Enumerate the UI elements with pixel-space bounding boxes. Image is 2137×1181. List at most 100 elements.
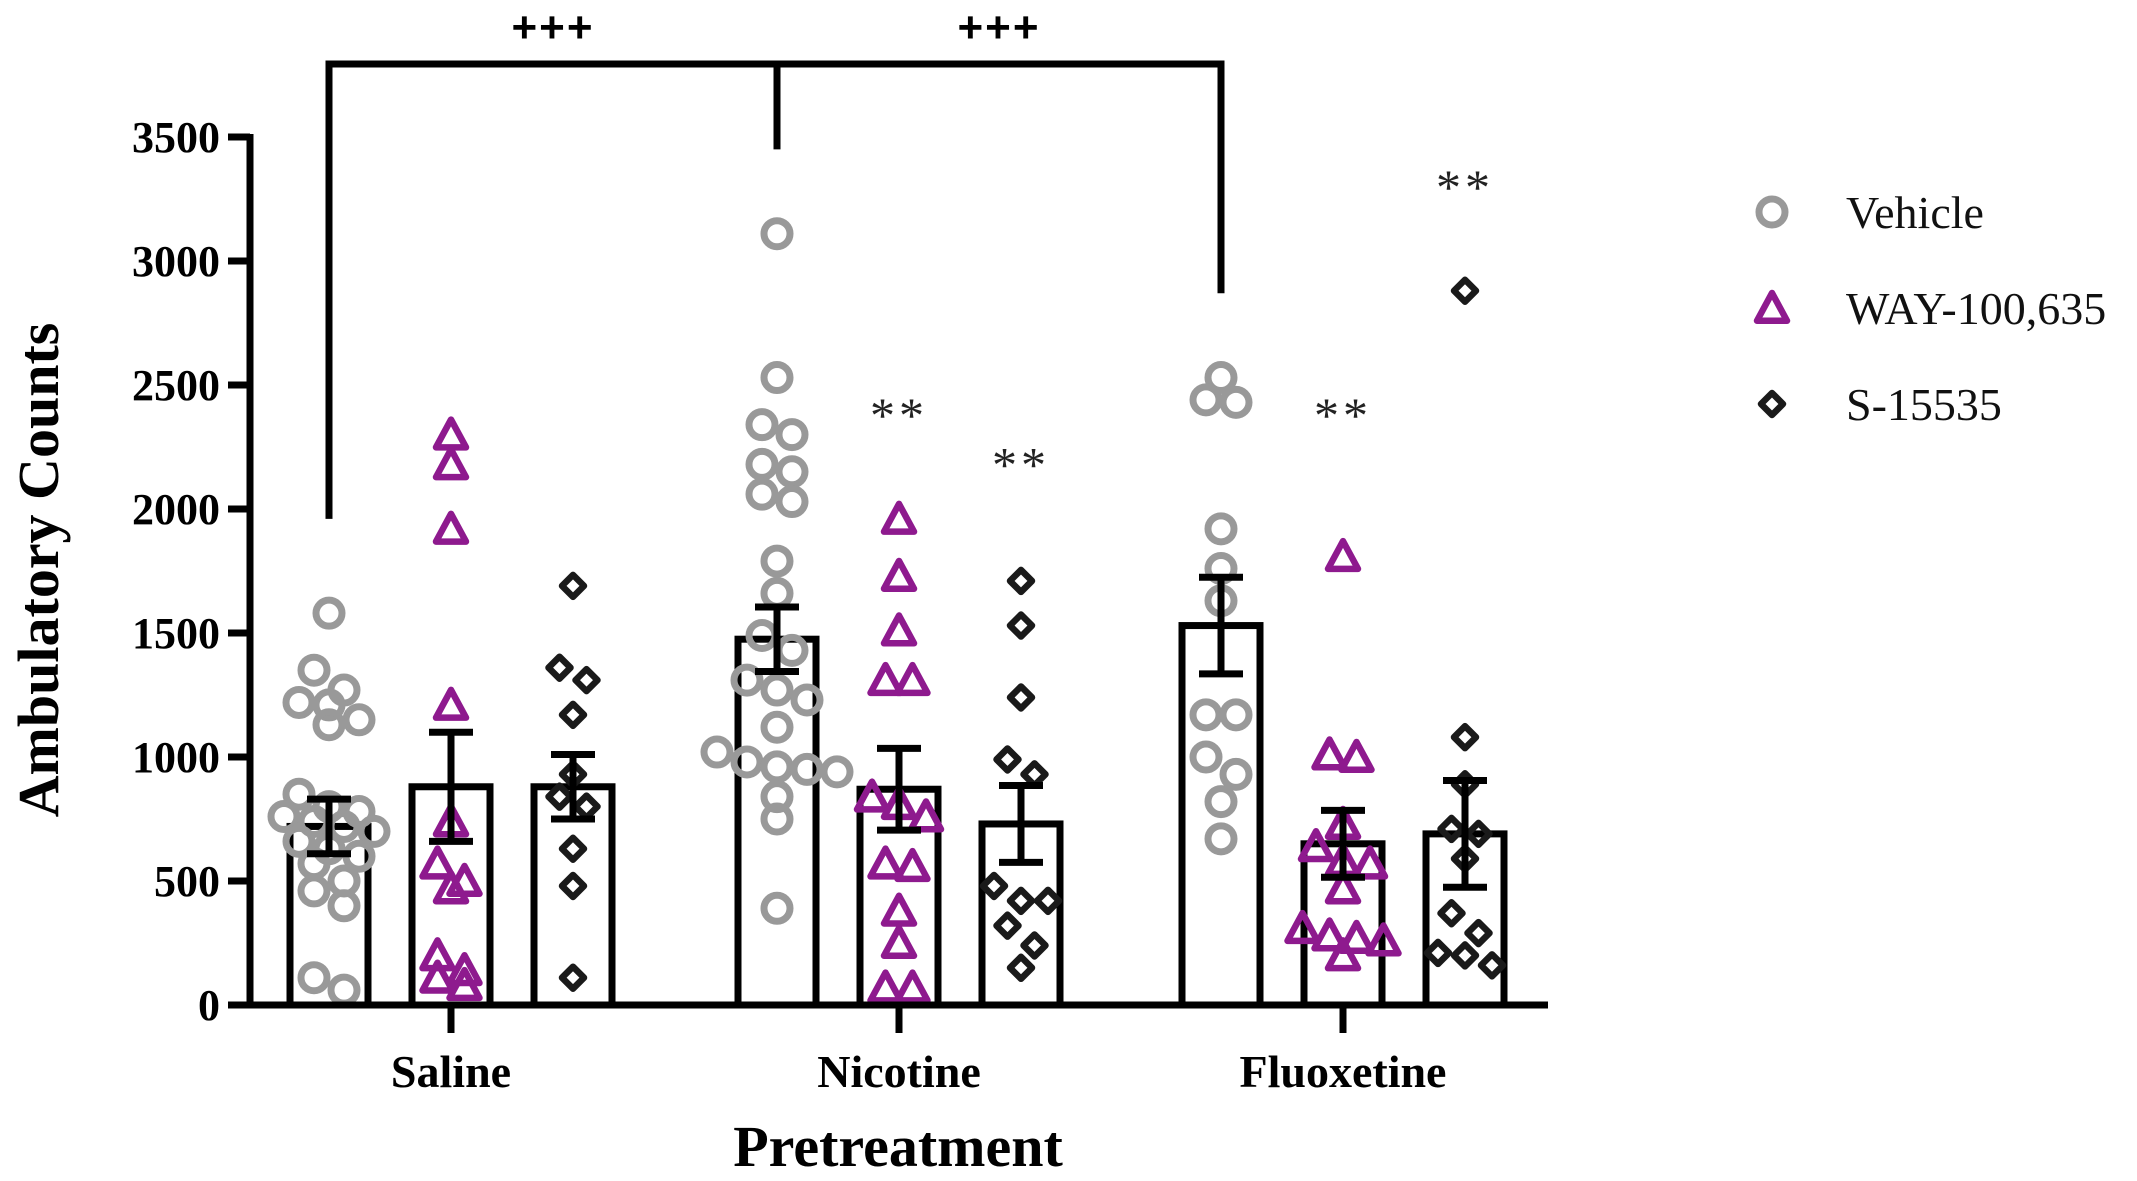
data-point: [1477, 951, 1507, 980]
data-point: [432, 510, 470, 545]
data-point: [730, 663, 764, 697]
data-point: [558, 834, 588, 864]
data-point: [1204, 361, 1238, 395]
legend-marker-diamond-icon: [1757, 389, 1787, 419]
data-point: [297, 961, 331, 995]
significance-label: **: [870, 387, 928, 443]
data-point: [745, 447, 779, 481]
data-point: [1450, 941, 1480, 970]
y-tick-label: 1500: [132, 609, 220, 658]
data-point: [775, 418, 809, 452]
data-point: [432, 870, 470, 905]
data-point: [558, 871, 588, 901]
data-point: [760, 750, 794, 784]
data-point: [267, 800, 301, 834]
y-tick-label: 500: [154, 857, 220, 906]
data-point: [342, 703, 376, 737]
data-point: [297, 653, 331, 687]
data-point: [1006, 953, 1036, 983]
data-point: [1204, 785, 1238, 819]
bracket-label: +++: [511, 3, 594, 52]
legend-label: Vehicle: [1846, 187, 1984, 238]
significance-label: **: [992, 437, 1050, 493]
data-point: [558, 700, 588, 730]
data-point: [1464, 819, 1493, 849]
y-tick-label: 2000: [132, 485, 220, 534]
data-point: [853, 778, 891, 813]
data-point: [1284, 909, 1321, 945]
legend-marker-circle-icon: [1755, 195, 1789, 229]
data-point: [1450, 722, 1480, 752]
data-point: [357, 814, 391, 848]
x-tick-label: Nicotine: [817, 1046, 981, 1097]
data-point: [1338, 738, 1375, 773]
data-point: [419, 845, 456, 880]
legend-item: S-15535: [1757, 379, 2002, 430]
data-point: [993, 911, 1022, 940]
data-point: [760, 802, 794, 836]
data-point: [446, 966, 483, 1002]
data-point: [1189, 698, 1223, 732]
data-point: [820, 755, 854, 789]
legend-label: S-15535: [1846, 379, 2002, 430]
legend-item: Vehicle: [1755, 187, 1984, 238]
data-point: [1365, 922, 1402, 957]
data-point: [558, 963, 588, 992]
data-point: [1204, 822, 1238, 856]
legend-label: WAY-100,635: [1846, 283, 2106, 334]
data-point: [1219, 698, 1253, 732]
bracket-label: +++: [957, 3, 1040, 52]
data-point: [282, 777, 316, 811]
data-point: [1324, 937, 1362, 972]
data-point: [432, 446, 470, 481]
data-point: [1006, 886, 1036, 916]
data-point: [1351, 845, 1389, 880]
data-point: [760, 673, 794, 707]
data-point: [760, 710, 794, 744]
data-point: [1006, 566, 1036, 596]
data-point: [700, 735, 734, 769]
y-tick-label: 0: [198, 981, 220, 1030]
significance-label: **: [1436, 159, 1494, 215]
data-point: [1219, 385, 1253, 419]
data-point: [1297, 828, 1335, 863]
data-point: [1464, 918, 1493, 948]
data-point: [867, 661, 904, 697]
significance-label: **: [1314, 387, 1372, 443]
data-point: [790, 683, 824, 717]
data-point: [760, 361, 794, 395]
data-point: [1189, 383, 1223, 417]
data-point: [1006, 611, 1036, 640]
data-point: [880, 557, 918, 592]
data-point: [760, 544, 794, 578]
data-point: [993, 745, 1022, 774]
data-point: [867, 845, 904, 880]
y-tick-label: 1000: [132, 733, 220, 782]
data-point: [880, 612, 918, 647]
data-point: [1204, 512, 1238, 546]
data-point: [894, 969, 931, 1004]
x-tick-label: Fluoxetine: [1240, 1046, 1447, 1097]
data-point: [1324, 870, 1362, 905]
data-point: [907, 798, 945, 833]
data-point: [745, 408, 779, 442]
data-point: [432, 686, 470, 721]
x-tick-label: Saline: [391, 1046, 511, 1097]
data-point: [446, 952, 483, 987]
data-point: [312, 708, 346, 742]
data-point: [1311, 736, 1348, 771]
y-tick-label: 2500: [132, 361, 220, 410]
data-point: [282, 685, 316, 719]
data-point: [558, 571, 588, 601]
legend-marker-triangle-icon: [1753, 289, 1791, 324]
data-point: [760, 576, 794, 610]
data-point: [327, 889, 361, 923]
data-point: [880, 924, 918, 959]
data-point: [327, 973, 361, 1007]
data-point: [1324, 537, 1362, 573]
data-point: [730, 745, 764, 779]
y-tick-label: 3500: [132, 113, 220, 162]
data-point: [1189, 740, 1223, 774]
